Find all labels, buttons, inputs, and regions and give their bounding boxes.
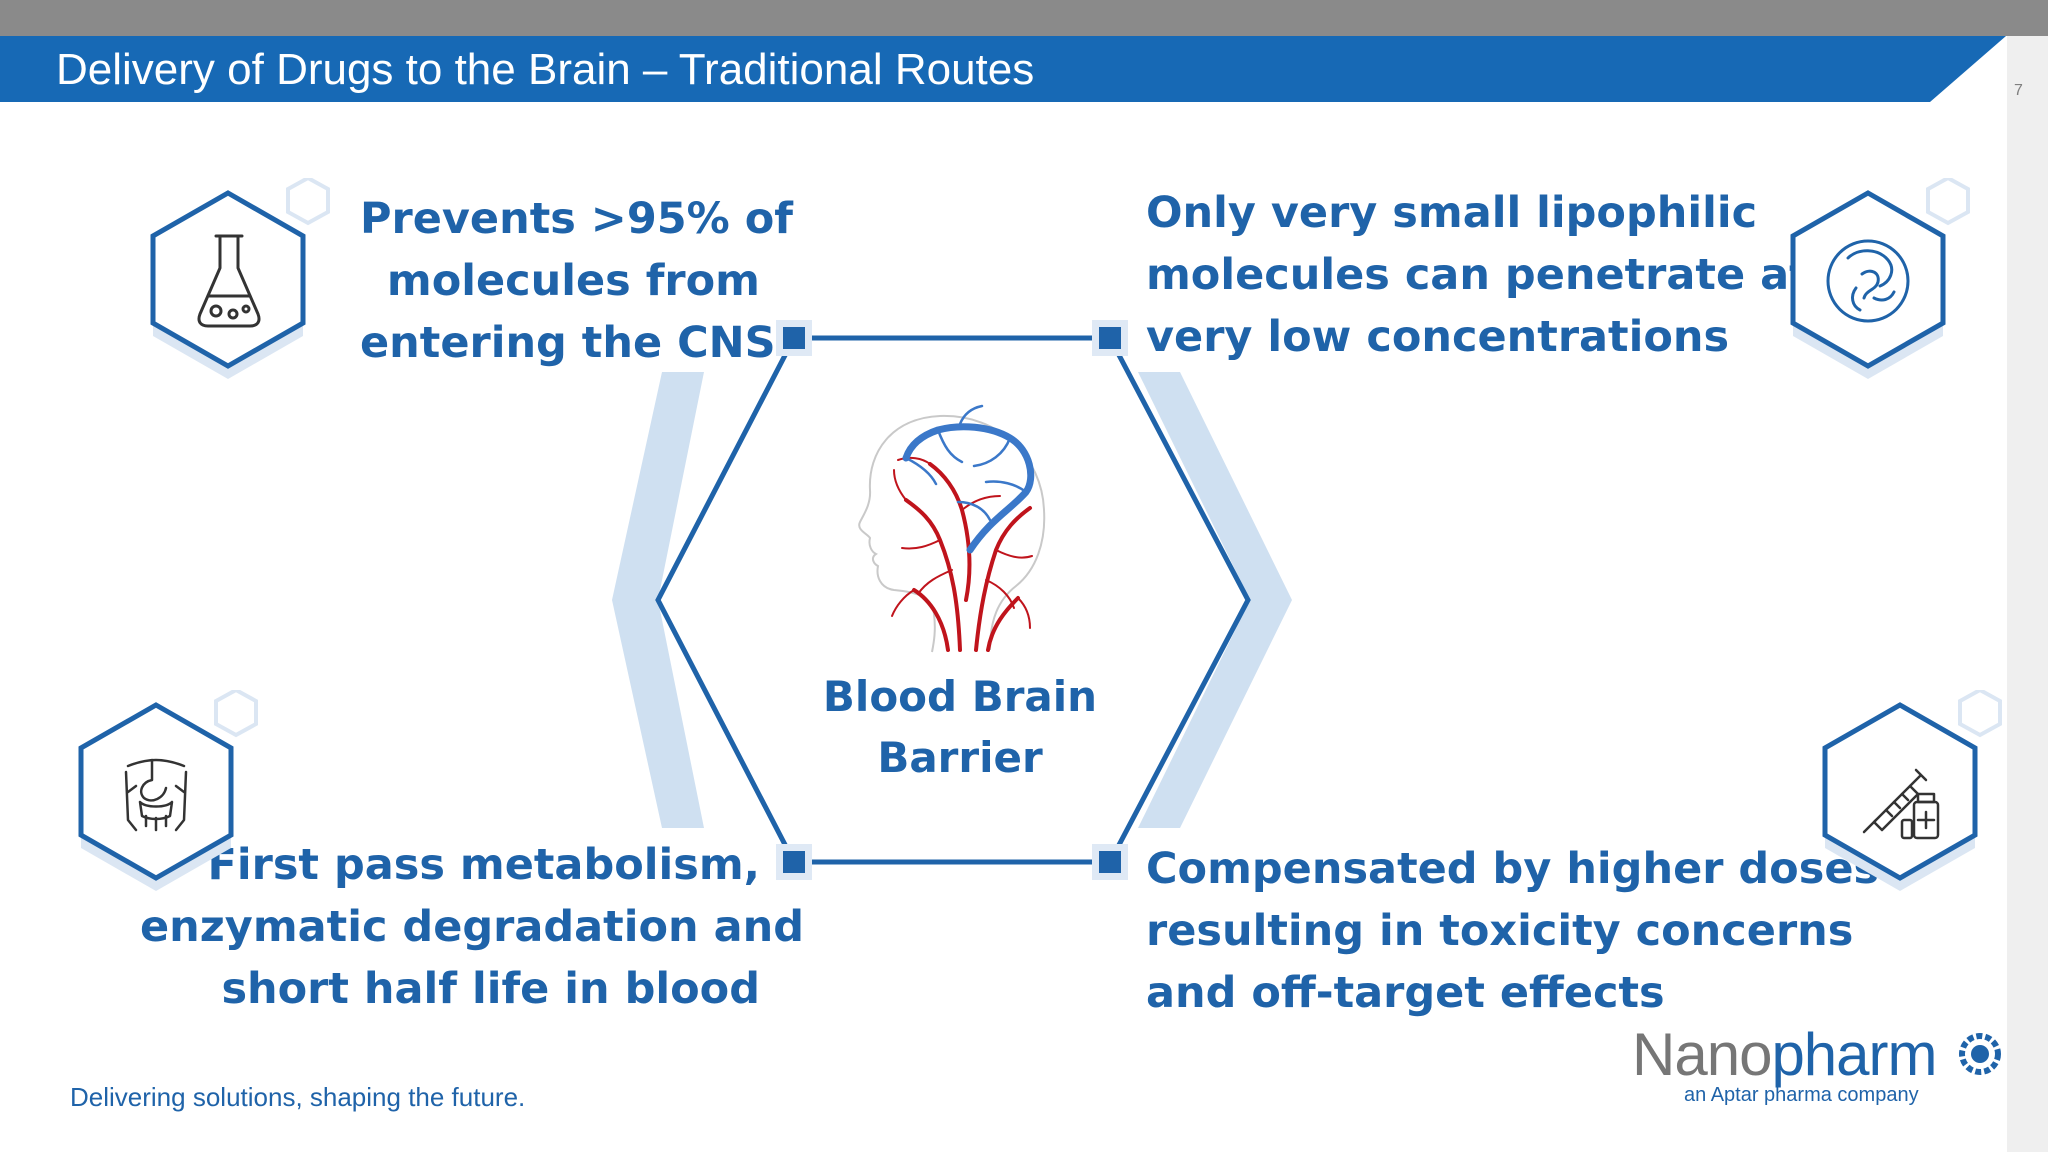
brand-wordmark: Nanopharm — [1632, 1020, 1938, 1089]
callout-line: molecules can penetrate at — [1146, 250, 1810, 300]
brand-tagline: an Aptar pharma company — [1684, 1084, 1919, 1106]
callout-top-right: Only very small lipophilic molecules can… — [1146, 182, 1810, 368]
slide-title: Delivery of Drugs to the Brain – Traditi… — [56, 45, 1035, 94]
center-label-line: Blood Brain — [822, 672, 1098, 721]
callout-line: Prevents >95% of — [360, 194, 793, 244]
title-bar — [0, 36, 2006, 102]
brand-logo: Nanopharm an Aptar pharma company — [1628, 1020, 2008, 1106]
header-gray-band — [0, 0, 2048, 36]
hex-shadow-right — [1138, 372, 1292, 828]
callout-bottom-left: First pass metabolism, enzymatic degrada… — [140, 834, 804, 1020]
node-top-right — [1092, 320, 1128, 356]
slide-edge-strip — [2007, 36, 2048, 1152]
blood-brain-barrier-diagram — [612, 320, 1292, 880]
page-number: 7 — [2014, 82, 2023, 99]
flask-icon — [150, 178, 330, 379]
callout-line: and off-target effects — [1146, 968, 1665, 1018]
callout-top-left: Prevents >95% of molecules from entering… — [360, 188, 793, 374]
brand-suffix: pharm — [1771, 1021, 1937, 1088]
nasal-cavity-icon — [1790, 178, 1970, 379]
callout-line: First pass metabolism, — [207, 840, 760, 890]
center-label-line: Barrier — [877, 733, 1043, 782]
head-blood-vessels-icon — [858, 404, 1046, 653]
center-label: Blood Brain Barrier — [820, 666, 1100, 788]
brand-prefix: Nano — [1632, 1021, 1772, 1088]
brand-gear-icon — [1959, 1033, 2001, 1075]
callout-line: very low concentrations — [1146, 312, 1730, 362]
node-bottom-left — [776, 844, 812, 880]
node-top-left — [776, 320, 812, 356]
callout-bottom-right: Compensated by higher doses resulting in… — [1146, 838, 1880, 1024]
digestive-system-icon — [78, 690, 258, 891]
callout-line: Only very small lipophilic — [1146, 188, 1758, 238]
callout-line: short half life in blood — [221, 964, 760, 1014]
syringe-vial-icon — [1822, 690, 2002, 891]
callout-line: Compensated by higher doses — [1146, 844, 1880, 894]
callout-line: molecules from — [386, 256, 760, 306]
callout-line: enzymatic degradation and — [140, 902, 804, 952]
footer-tagline: Delivering solutions, shaping the future… — [70, 1082, 526, 1112]
callout-line: entering the CNS — [360, 318, 776, 368]
node-bottom-right — [1092, 844, 1128, 880]
callout-line: resulting in toxicity concerns — [1146, 906, 1854, 956]
